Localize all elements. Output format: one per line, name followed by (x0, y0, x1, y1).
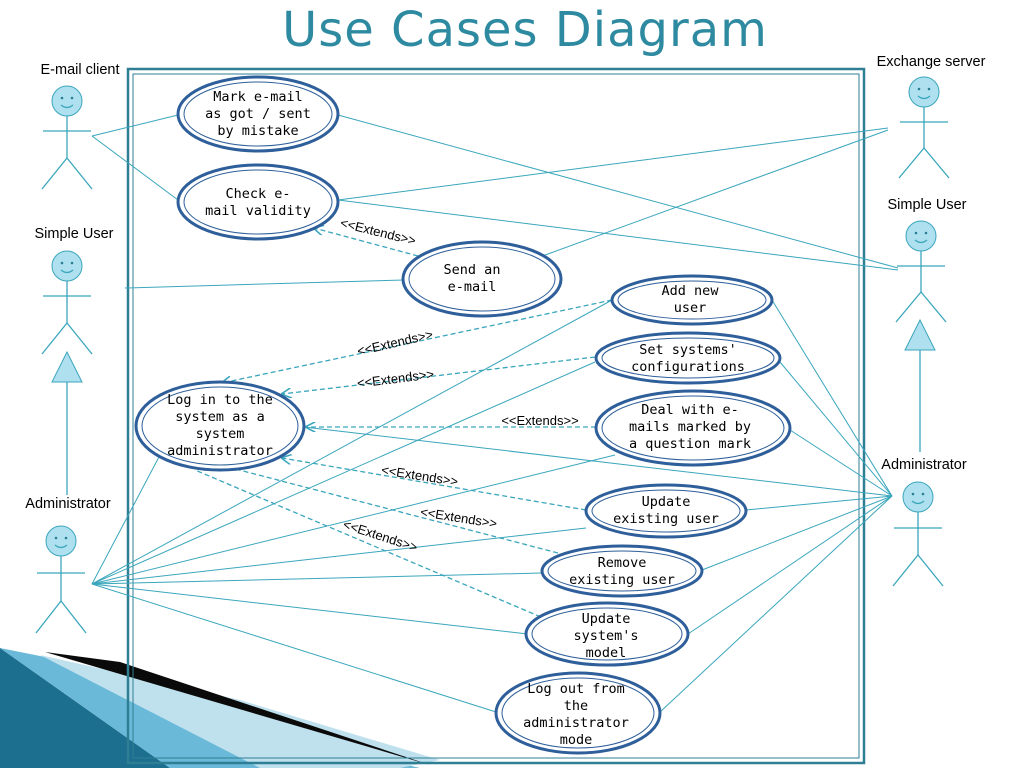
svg-text:Administrator: Administrator (25, 496, 111, 512)
svg-text:existing user: existing user (569, 572, 675, 588)
svg-text:Send an: Send an (444, 262, 501, 278)
svg-text:mode: mode (560, 732, 593, 748)
extends-label: <<Extends>> (419, 504, 498, 531)
generalization-right (904, 318, 936, 452)
svg-text:Log in to the: Log in to the (167, 392, 273, 408)
svg-text:Update: Update (582, 611, 631, 627)
extends-label: <<Extends>> (356, 327, 435, 359)
actor-administrator-left: Administrator (25, 496, 111, 634)
use-case-update-model: Update system's model (524, 601, 690, 667)
extends-label: <<Extends>> (380, 462, 459, 489)
svg-text:Simple User: Simple User (888, 197, 967, 213)
svg-text:Add new: Add new (662, 283, 720, 299)
extends-label: <<Extends>> (501, 413, 578, 428)
actor-email-client: E-mail client (41, 62, 120, 190)
extends-label: <<Extends>> (339, 215, 418, 248)
use-case-set-config: Set systems' configurations (594, 331, 782, 385)
extends-lines (194, 228, 613, 621)
actor-administrator-right: Administrator (881, 457, 967, 587)
svg-text:Deal with e-: Deal with e- (641, 402, 739, 418)
svg-text:Exchange server: Exchange server (877, 54, 986, 70)
svg-text:as got / sent: as got / sent (205, 106, 311, 122)
system-boundary (126, 67, 866, 765)
svg-text:existing user: existing user (613, 511, 719, 527)
svg-text:administrator: administrator (167, 443, 273, 459)
svg-text:system as a: system as a (175, 409, 264, 425)
actor-simple-user-right: Simple User (888, 197, 967, 323)
svg-text:system: system (196, 426, 245, 442)
svg-text:Check e-: Check e- (225, 186, 290, 202)
svg-text:user: user (674, 300, 707, 316)
association-lines (91, 114, 899, 713)
svg-text:system's: system's (573, 628, 638, 644)
svg-text:mails marked by: mails marked by (629, 419, 751, 435)
svg-text:the: the (564, 698, 588, 714)
svg-text:model: model (586, 645, 627, 661)
svg-text:by mistake: by mistake (217, 123, 298, 139)
svg-text:Update: Update (642, 494, 691, 510)
svg-text:e-mail: e-mail (448, 279, 497, 295)
svg-text:Mark e-mail: Mark e-mail (213, 89, 302, 105)
use-case-deal-question: Deal with e- mails marked by a question … (594, 389, 792, 467)
svg-text:administrator: administrator (523, 715, 629, 731)
page-title: Use Cases Diagram (282, 2, 768, 58)
decorative-corner (0, 648, 440, 768)
use-case-mark-email: Mark e-mail as got / sent by mistake (176, 75, 340, 153)
extends-label: <<Extends>> (356, 366, 435, 390)
use-case-update-user: Update existing user (584, 483, 748, 539)
svg-text:Simple User: Simple User (35, 226, 114, 242)
use-case-login: Log in to the system as a system adminis… (134, 380, 306, 472)
svg-text:E-mail client: E-mail client (41, 62, 120, 78)
actor-exchange-server: Exchange server (877, 54, 986, 179)
use-case-check-email: Check e- mail validity (176, 163, 340, 241)
generalization-left (51, 350, 83, 495)
svg-text:configurations: configurations (631, 359, 745, 375)
svg-text:a question mark: a question mark (629, 436, 751, 452)
svg-text:Remove: Remove (598, 555, 647, 571)
use-case-remove-user: Remove existing user (540, 544, 704, 598)
use-case-add-user: Add new user (610, 274, 774, 326)
use-case-send-email: Send an e-mail (401, 240, 563, 318)
use-case-logout: Log out from the administrator mode (494, 671, 662, 755)
actor-simple-user-left: Simple User (35, 226, 114, 355)
extends-label: <<Extends>> (341, 517, 419, 555)
svg-text:Set systems': Set systems' (639, 342, 737, 358)
svg-text:mail validity: mail validity (205, 203, 311, 219)
svg-text:Log out from: Log out from (527, 681, 625, 697)
svg-text:Administrator: Administrator (881, 457, 967, 473)
